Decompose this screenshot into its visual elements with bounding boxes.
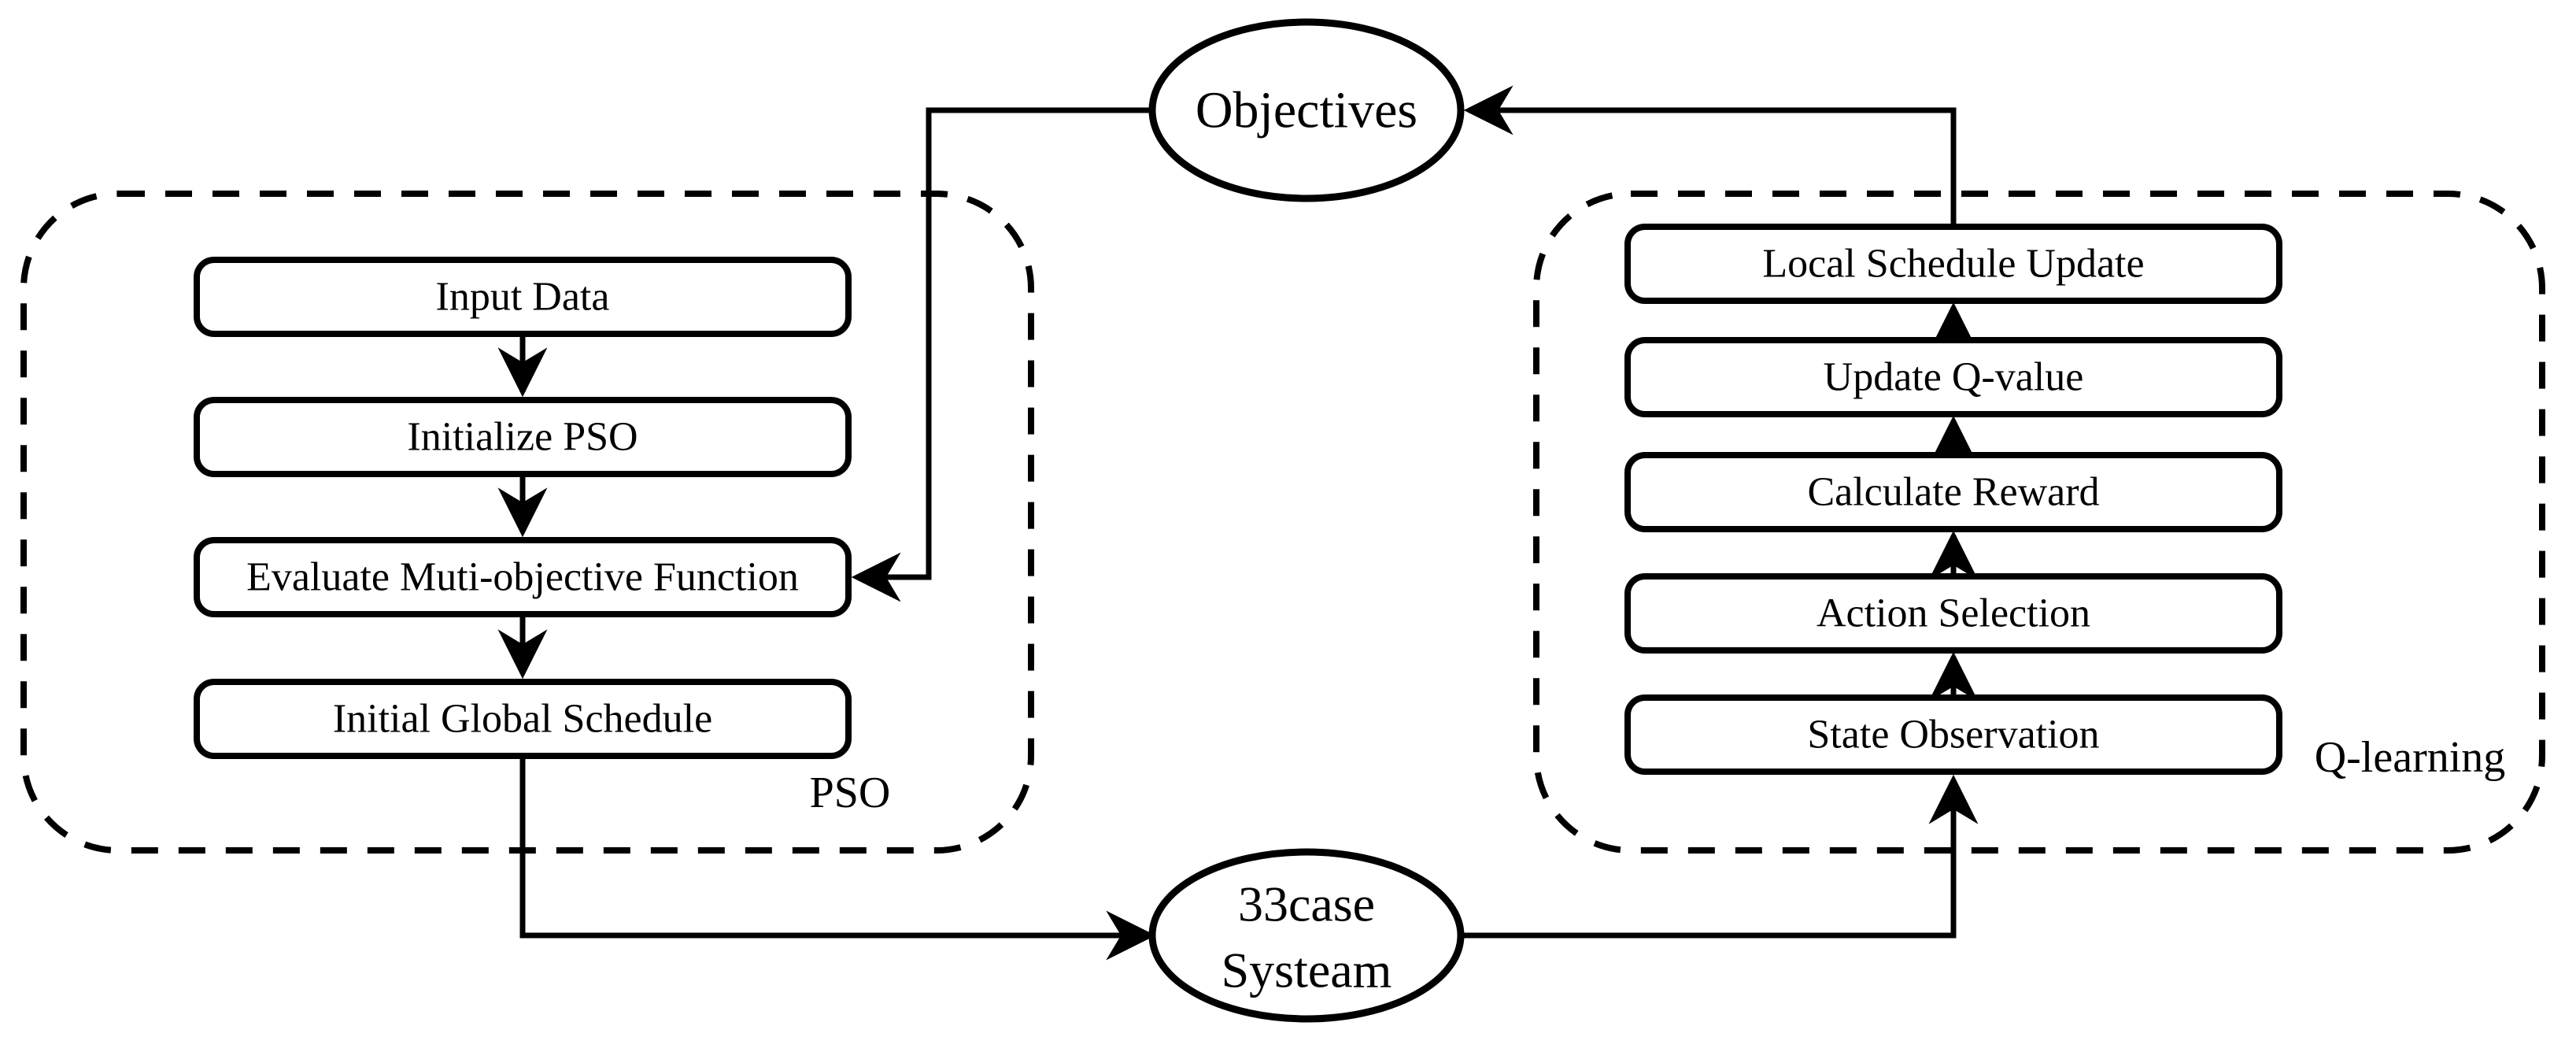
update-q-value-label: Update Q-value: [1824, 355, 2084, 400]
system-label-line1: 33case: [1238, 876, 1375, 932]
action-selection-label: Action Selection: [1817, 591, 2090, 636]
state-observation-box: [1624, 694, 2282, 775]
evaluate-function-box: [194, 537, 852, 617]
input-data-label: Input Data: [436, 275, 610, 320]
initial-global-schedule-box: [194, 679, 852, 759]
system-label-line2: Systeam: [1221, 943, 1392, 998]
local-schedule-update-box: [1624, 224, 2282, 304]
system-node: 33case Systeam: [1148, 848, 1465, 1023]
system-ellipse: [1148, 848, 1465, 1023]
qlearning-step-state-observation: State Observation: [1624, 694, 2282, 775]
update-q-value-box: [1624, 337, 2282, 417]
arrow-system-to-stateobservation: [1462, 774, 1979, 939]
objectives-label: Objectives: [1196, 82, 1417, 139]
arrow-initialschedule-to-system: [519, 756, 1156, 961]
qlearning-step-calculate-reward: Calculate Reward: [1624, 452, 2282, 532]
pso-group-label: PSO: [810, 768, 891, 817]
calculate-reward-label: Calculate Reward: [1807, 470, 2099, 515]
evaluate-function-label: Evaluate Muti-objective Function: [246, 555, 799, 600]
state-observation-label: State Observation: [1807, 713, 2099, 757]
qlearning-step-action-selection: Action Selection: [1624, 573, 2282, 654]
pso-step-input-data: Input Data: [194, 257, 852, 337]
arrow-objectives-to-evaluate: [851, 107, 1152, 602]
qlearning-step-update-q-value: Update Q-value: [1624, 337, 2282, 417]
action-selection-box: [1624, 573, 2282, 654]
objectives-ellipse: [1148, 18, 1465, 202]
qlearning-group-container: [1533, 191, 2545, 854]
qlearning-step-local-schedule-update: Local Schedule Update: [1624, 224, 2282, 304]
pso-step-initial-global-schedule: Initial Global Schedule: [194, 679, 852, 759]
calculate-reward-box: [1624, 452, 2282, 532]
qlearning-group-label: Q-learning: [2315, 733, 2506, 782]
pso-step-initialize-pso: Initialize PSO: [194, 397, 852, 477]
initial-global-schedule-label: Initial Global Schedule: [333, 697, 712, 742]
pso-step-evaluate-function: Evaluate Muti-objective Function: [194, 537, 852, 617]
pso-group-container: [20, 191, 1034, 854]
objectives-node: Objectives: [1148, 18, 1465, 202]
initialize-pso-label: Initialize PSO: [407, 415, 638, 460]
local-schedule-update-label: Local Schedule Update: [1762, 242, 2144, 287]
initialize-pso-box: [194, 397, 852, 477]
input-data-box: [194, 257, 852, 337]
arrow-localschedule-to-objectives: [1463, 85, 1957, 227]
